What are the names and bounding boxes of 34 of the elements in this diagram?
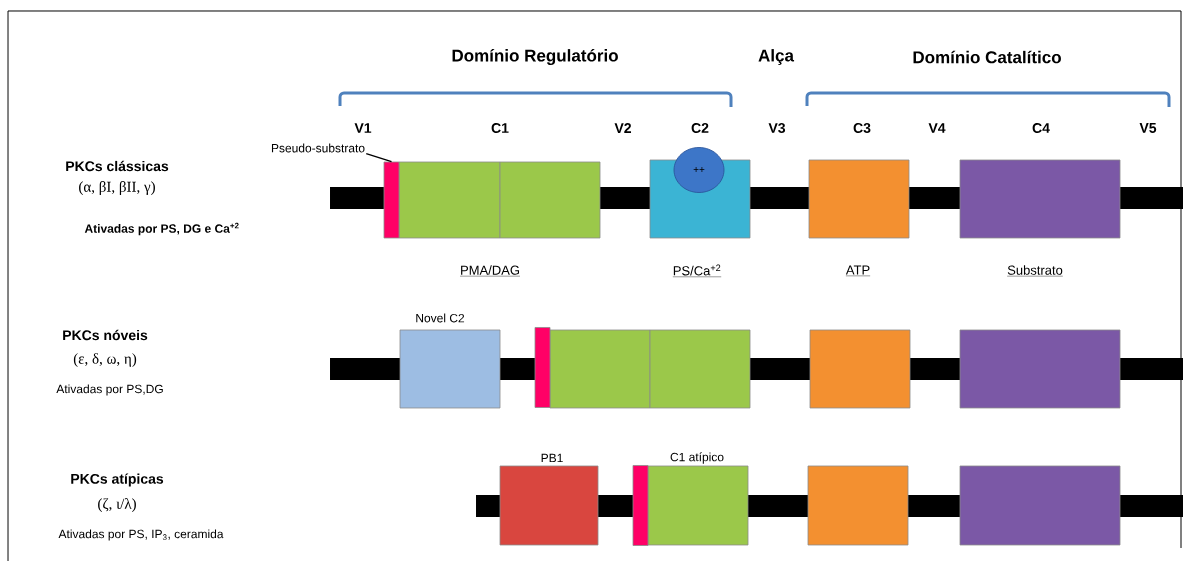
region-label: V5: [1139, 123, 1157, 133]
isoform-list: (ε, δ, ω, η): [73, 353, 137, 367]
leader-line: [365, 152, 393, 163]
activator-note: Ativadas por PS,DG: [56, 384, 163, 396]
pseudo-substrate-bar: [632, 465, 649, 546]
region-label: V2: [614, 123, 631, 133]
domain-title: Domínio Regulatório: [452, 48, 618, 66]
group-heading: PKCs nóveis: [63, 329, 148, 341]
region-label: C4: [1032, 123, 1050, 133]
region-label: C3: [853, 123, 871, 133]
activator-note: Ativadas por PS, IP$_{3}$, ceramida: [58, 529, 224, 541]
ligand-label: ATP: [845, 265, 871, 277]
isoform-list: (α, βI, βII, γ): [79, 181, 155, 195]
domain-title: Domínio Catalítico: [913, 50, 1061, 64]
domain-label: Novel C2: [416, 313, 465, 323]
isoform-list: (ζ, ι/λ): [98, 498, 136, 512]
domain-label: C1 atípico: [670, 452, 724, 464]
region-label: V1: [354, 123, 372, 133]
group-heading: PKCs atípicas: [71, 473, 164, 487]
ligand-label: PS/Ca$^{+2}$: [672, 264, 722, 277]
region-label: C2: [691, 123, 709, 133]
domain-label: PB1: [541, 453, 563, 463]
group-heading: PKCs clássicas: [66, 160, 169, 172]
domain-title: Alça: [758, 49, 795, 65]
ligand-label: PMA/DAG: [459, 265, 521, 277]
region-label: C1: [491, 123, 509, 133]
ligand-label: Substrato: [1006, 265, 1064, 277]
activator-note: Ativadas por PS, DG e Ca$^{+2}$: [84, 222, 239, 236]
leader-text: Pseudo-substrato: [271, 143, 365, 153]
region-label: V4: [928, 123, 946, 133]
charge-oval: ++: [673, 147, 725, 193]
region-label: V3: [768, 123, 786, 133]
pseudo-substrate-bar: [534, 327, 551, 408]
pseudo-substrate-bar: [383, 161, 400, 239]
